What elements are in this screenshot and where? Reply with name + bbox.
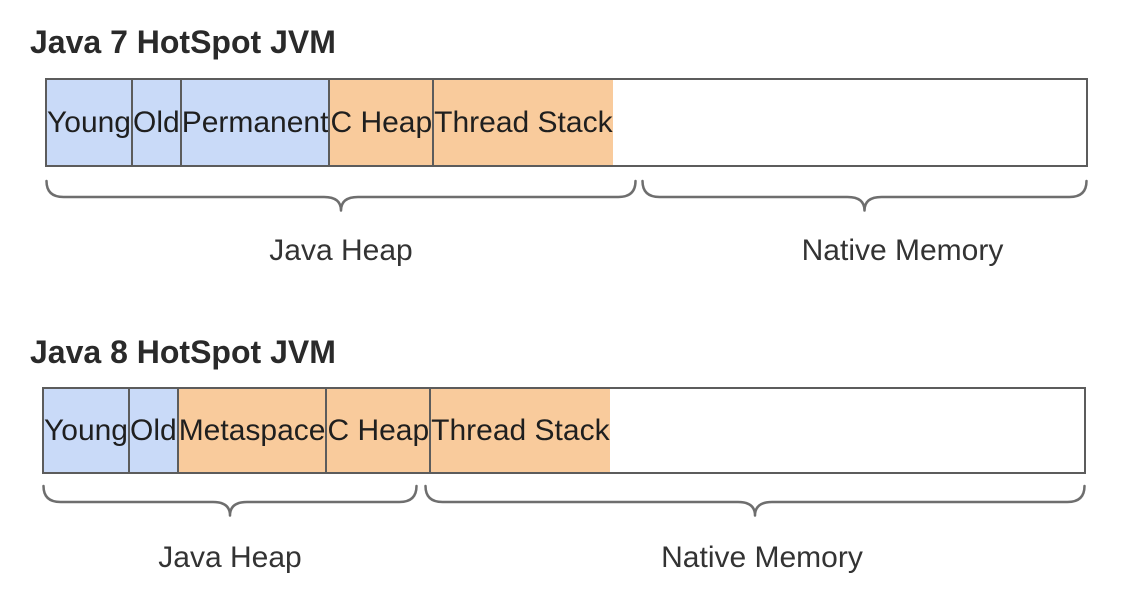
- brace-row-java7: [45, 179, 1088, 212]
- group-label-java-heap: Java Heap: [269, 234, 413, 267]
- box-thread-stack: Thread Stack: [431, 389, 610, 472]
- section-title-java8: Java 8 HotSpot JVM: [30, 334, 336, 370]
- box-permanent: Permanent: [181, 80, 331, 165]
- native-memory-brace: [424, 484, 1086, 517]
- section-title-java7: Java 7 HotSpot JVM: [30, 24, 336, 60]
- group-labels-java7: Java Heap Native Memory: [45, 233, 1088, 269]
- box-c-heap: C Heap: [330, 80, 435, 165]
- group-label-native-memory: Native Memory: [801, 234, 1004, 267]
- box-old: Old: [130, 389, 179, 472]
- box-young: Young: [44, 389, 130, 472]
- group-labels-java8: Java Heap Native Memory: [42, 540, 1086, 576]
- box-old: Old: [133, 80, 182, 165]
- memory-row-java8: Young Old Metaspace C Heap Thread Stack: [42, 387, 1086, 474]
- box-metaspace: Metaspace: [178, 389, 328, 472]
- box-thread-stack: Thread Stack: [434, 80, 613, 165]
- java-heap-brace: [45, 179, 637, 212]
- java-heap-brace: [42, 484, 418, 517]
- native-memory-brace: [641, 179, 1088, 212]
- group-label-java-heap: Java Heap: [158, 541, 302, 574]
- group-label-native-memory: Native Memory: [661, 541, 863, 574]
- memory-row-java7: Young Old Permanent C Heap Thread Stack: [45, 78, 1088, 167]
- box-c-heap: C Heap: [327, 389, 432, 472]
- brace-row-java8: [42, 484, 1086, 517]
- box-young: Young: [47, 80, 133, 165]
